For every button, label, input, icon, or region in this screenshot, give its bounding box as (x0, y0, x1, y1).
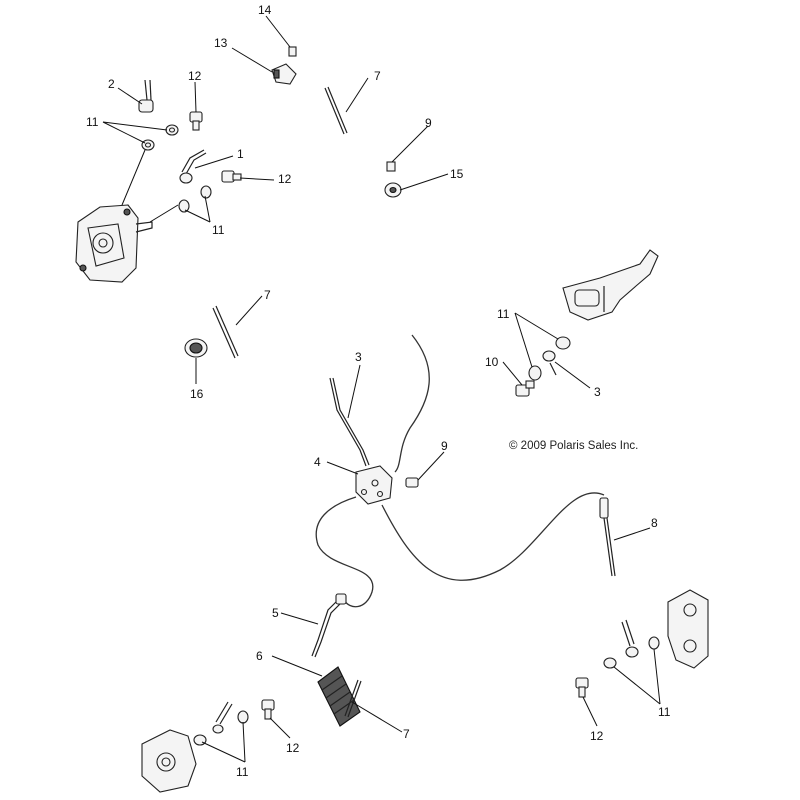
callout-5: 5 (272, 606, 279, 620)
callout-12-d: 12 (590, 729, 604, 743)
pin-item-7-a (324, 86, 348, 135)
callout-11-e: 11 (658, 705, 671, 719)
washer-item-11-c (200, 185, 212, 199)
callout-2: 2 (108, 77, 115, 91)
callout-12-a: 12 (188, 69, 202, 83)
hose-upper (394, 334, 430, 473)
washer-item-11-d (178, 199, 190, 213)
washer-item-11-e (555, 336, 571, 350)
fitting-item-15 (384, 182, 402, 198)
copyright-notice: © 2009 Polaris Sales Inc. (509, 440, 638, 452)
bolt-item-12-b (221, 170, 242, 183)
callout-4: 4 (314, 455, 321, 469)
callout-3-a: 3 (355, 350, 362, 364)
callout-12-b: 12 (278, 172, 292, 186)
callout-7-a: 7 (374, 69, 381, 83)
callout-11-c: 11 (497, 307, 510, 321)
pin-item-7-b (212, 305, 239, 359)
washer-item-11-a (141, 139, 155, 151)
switch-item-13 (271, 63, 297, 85)
callout-11-d: 11 (236, 765, 249, 779)
screw-item-9-a (386, 161, 396, 172)
callout-1: 1 (237, 147, 244, 161)
washer-item-11-j (648, 636, 660, 650)
bolt-item-12-d (575, 677, 589, 698)
line-item-3-b (542, 350, 557, 376)
washer-item-11-i (603, 657, 617, 669)
bolt-item-10 (515, 380, 535, 397)
caliper-rear-right (667, 589, 709, 669)
line-item-1 (179, 149, 207, 184)
caliper-rear-left (141, 729, 197, 793)
callout-16: 16 (190, 387, 204, 401)
callout-labels: 14 13 7 2 12 11 1 12 11 9 15 7 16 11 3 1… (86, 3, 671, 779)
line-item-lower-right (621, 619, 639, 658)
callout-13: 13 (214, 36, 228, 50)
callout-9-b: 9 (441, 439, 448, 453)
leader-lines (102, 15, 661, 763)
washer-item-11-f (528, 365, 542, 381)
callout-7-c: 7 (403, 727, 410, 741)
hose-to-rear (381, 492, 605, 581)
bushing-item-16 (184, 338, 208, 358)
callout-8: 8 (651, 516, 658, 530)
master-cylinder (562, 249, 659, 321)
brake-line-item-8 (599, 497, 616, 577)
callout-7-b: 7 (264, 288, 271, 302)
junction-block-item-4 (355, 465, 393, 505)
bolt-item-12-c (261, 699, 275, 720)
pin-item-7-c (344, 679, 362, 718)
washer-item-11-h (237, 710, 249, 724)
line-item-lower-left (212, 701, 233, 734)
callout-6: 6 (256, 649, 263, 663)
caliper-front-left (75, 204, 153, 283)
washer-item-11-b (165, 124, 179, 136)
spring-item-6 (317, 666, 361, 727)
callout-9-a: 9 (425, 116, 432, 130)
fitting-item-2 (138, 79, 154, 113)
brake-line-item-3-a (329, 377, 370, 467)
callout-14: 14 (258, 3, 272, 17)
callout-15: 15 (450, 167, 464, 181)
callout-11-a: 11 (86, 115, 99, 129)
callout-12-c: 12 (286, 741, 300, 755)
callout-3-b: 3 (594, 385, 601, 399)
hose-left-loop (315, 496, 374, 608)
callout-10: 10 (485, 355, 499, 369)
bolt-item-12-a (189, 111, 203, 131)
bleeder-item-14 (288, 46, 297, 57)
callout-11-b: 11 (212, 223, 225, 237)
screw-item-9-b (405, 477, 419, 488)
brake-line-item-5 (311, 593, 347, 658)
